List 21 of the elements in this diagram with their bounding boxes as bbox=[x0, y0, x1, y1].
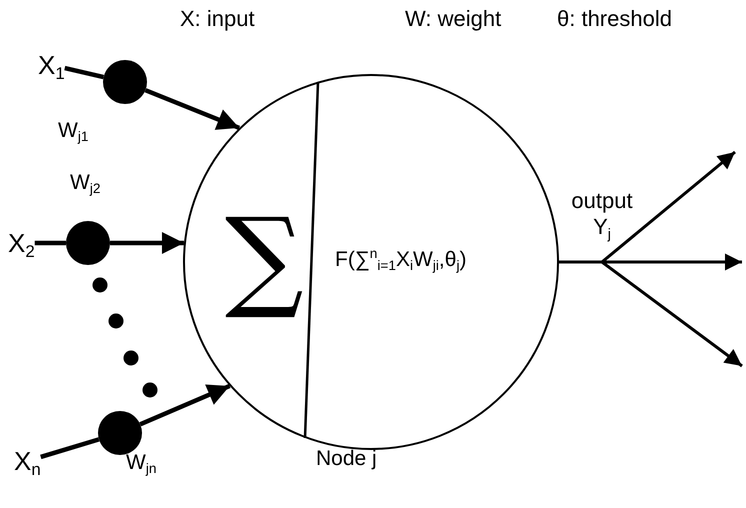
legend-note: W: weight bbox=[405, 6, 502, 32]
node-label: Node j bbox=[316, 446, 377, 472]
sigma-symbol: ∑ bbox=[225, 198, 304, 318]
weight-label: W$_{j1}$ bbox=[58, 118, 88, 144]
weight-node bbox=[103, 60, 147, 104]
weight-node bbox=[98, 411, 142, 455]
activation-formula: F(∑$^{n}$$_{i=1}$X$_{i}$W$_{ji}$,θ$_{j}$) bbox=[335, 246, 466, 274]
arrow bbox=[110, 232, 184, 254]
arrow bbox=[559, 260, 743, 368]
input-label: X$_{2}$ bbox=[8, 228, 35, 258]
arrow bbox=[139, 384, 231, 426]
output-label: output Y$_{j}$ bbox=[570, 188, 634, 240]
weight-node bbox=[66, 221, 110, 265]
legend-note: θ: threshold bbox=[557, 6, 672, 32]
input-label: X$_{n}$ bbox=[14, 446, 41, 476]
weight-label: W$_{jn}$ bbox=[126, 450, 156, 476]
arrow bbox=[144, 88, 240, 130]
legend-note: X: input bbox=[180, 6, 255, 32]
neuron-circle bbox=[183, 74, 559, 450]
weight-label: W$_{j2}$ bbox=[70, 170, 100, 196]
input-label: X$_{1}$ bbox=[38, 50, 65, 80]
